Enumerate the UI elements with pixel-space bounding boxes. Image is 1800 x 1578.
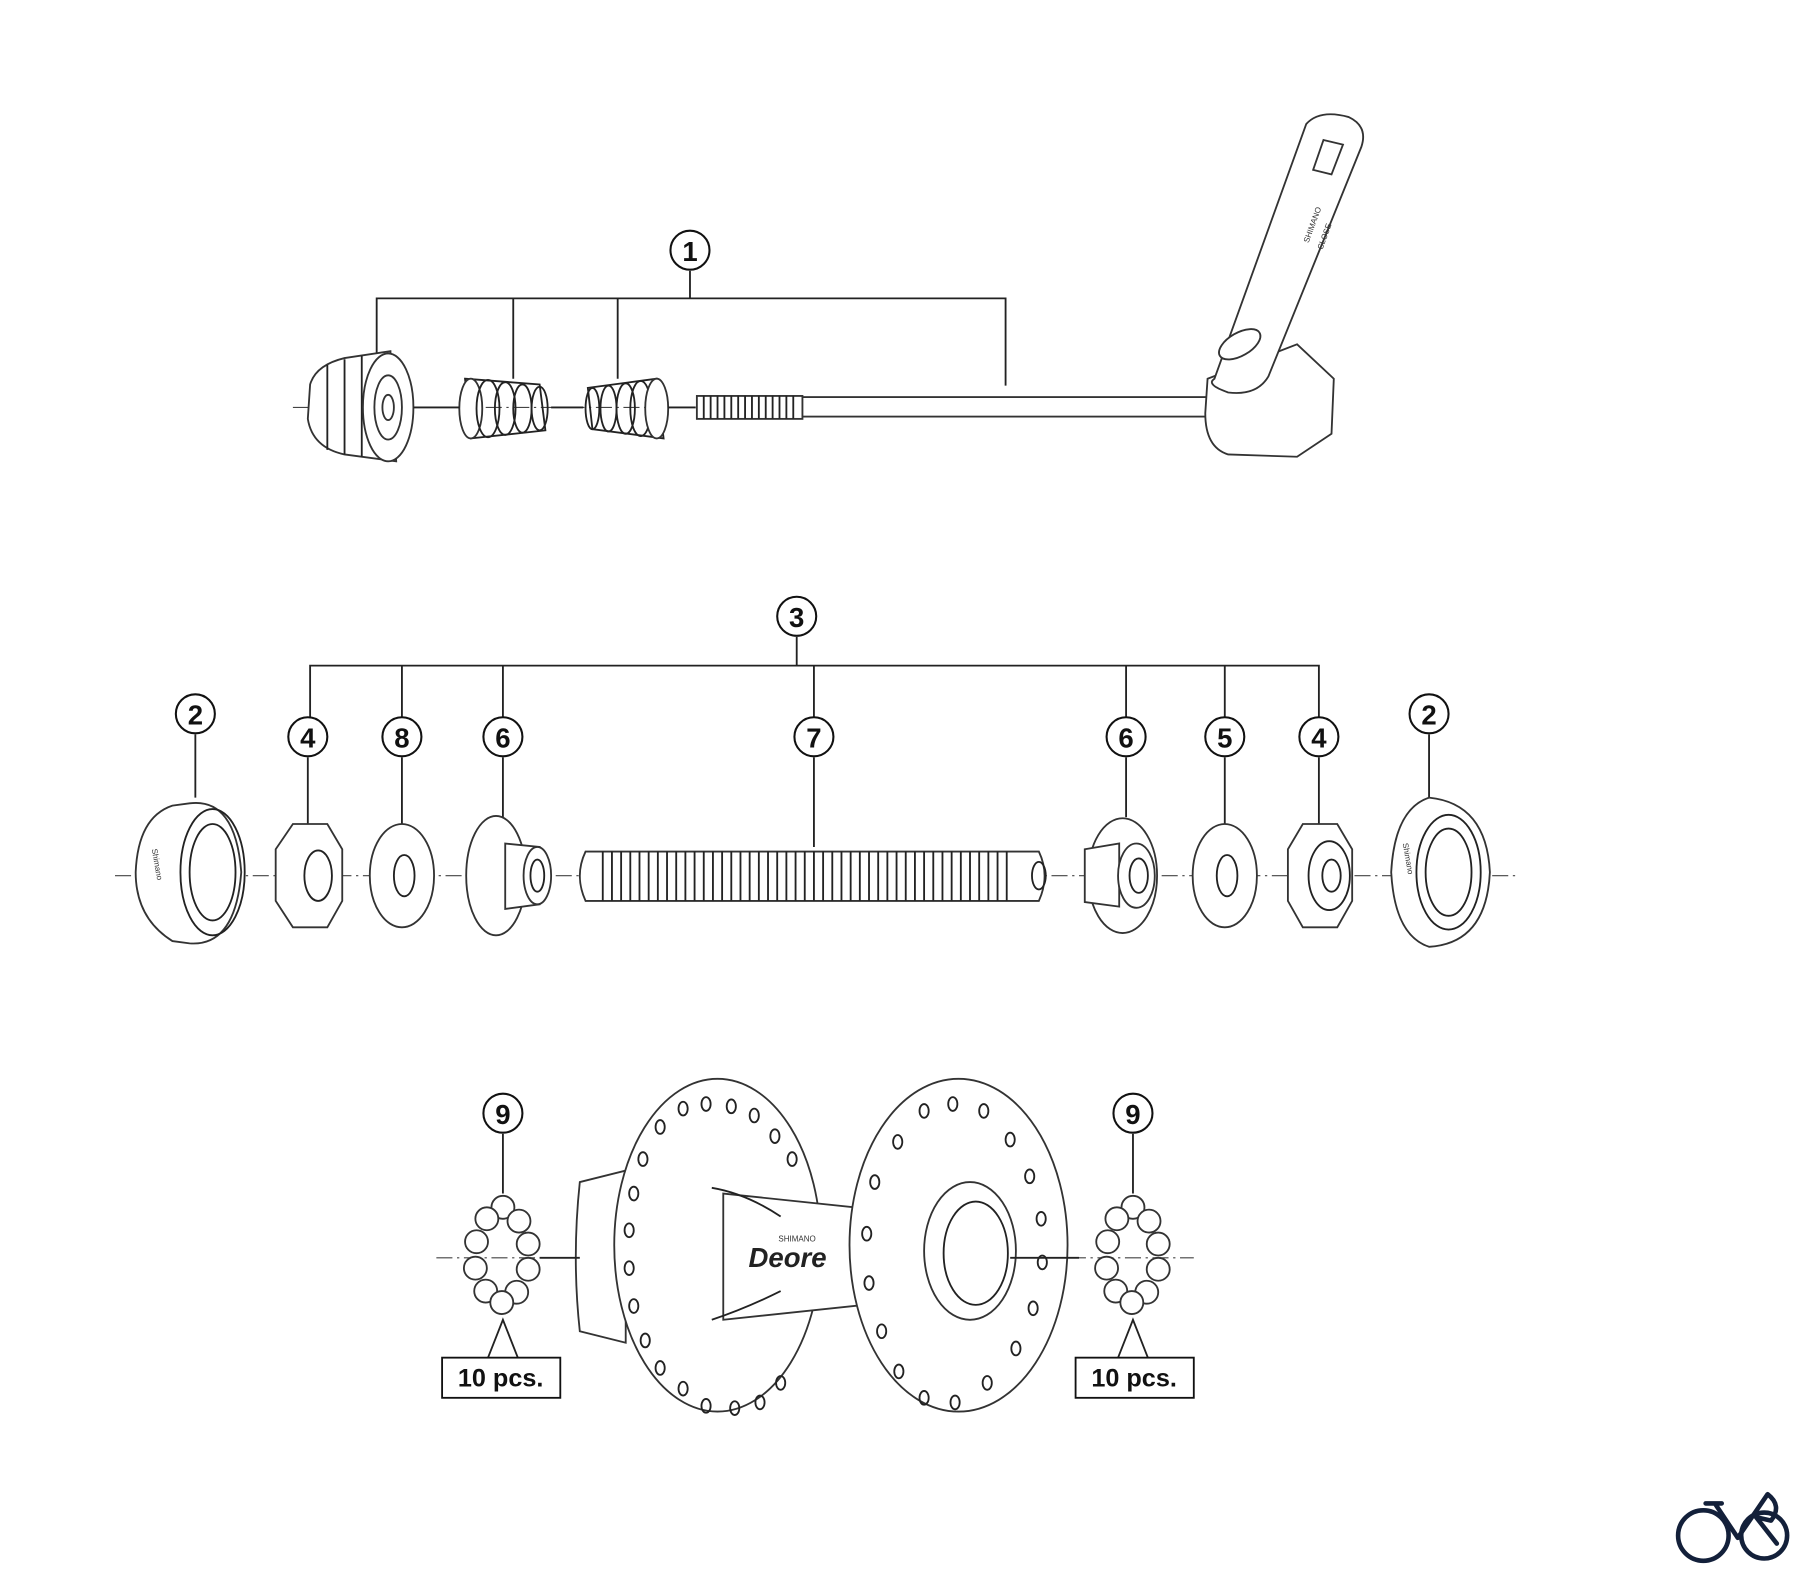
washer-8 [368, 823, 435, 929]
svg-text:4: 4 [300, 722, 316, 753]
spoke-holes [623, 1096, 1048, 1416]
axle [578, 850, 1047, 902]
callout-4-left: 4 [287, 716, 329, 758]
callout-3: 3 [776, 595, 818, 637]
svg-text:4: 4 [1311, 722, 1327, 753]
quick-release-group: SHIMANO CLOSE 1 [292, 113, 1365, 463]
callout-7: 7 [793, 716, 835, 758]
svg-text:9: 9 [495, 1099, 510, 1130]
svg-text:2: 2 [1421, 699, 1436, 730]
lock-cap-right: Shimano [1390, 796, 1491, 948]
svg-text:6: 6 [495, 722, 510, 753]
svg-text:10 pcs.: 10 pcs. [1091, 1364, 1177, 1392]
hub-brand-deore: Deore [749, 1242, 827, 1273]
cone-left [465, 815, 553, 937]
hub-brand-small: SHIMANO [778, 1235, 815, 1244]
qr-skewer [695, 395, 1211, 420]
callout-2-right: 2 [1408, 693, 1450, 735]
axle-assembly-group: Shimano [115, 595, 1516, 948]
hub-group: SHIMANO Deore 9 9 10 pcs. 10 pcs. [436, 1077, 1195, 1416]
svg-text:8: 8 [394, 722, 409, 753]
washer-5 [1191, 823, 1258, 929]
bearing-balls-right [1094, 1194, 1171, 1315]
callout-8: 8 [381, 716, 423, 758]
callout-6-left: 6 [482, 716, 524, 758]
svg-text:2: 2 [188, 699, 203, 730]
bicycle-logo-icon [1675, 1491, 1790, 1564]
callout-1: 1 [669, 229, 711, 271]
qr-lever: SHIMANO CLOSE [1204, 113, 1365, 458]
svg-text:9: 9 [1125, 1099, 1140, 1130]
callout-9-left: 9 [482, 1092, 524, 1134]
hub-shell: SHIMANO Deore [574, 1077, 1069, 1416]
lock-cap-left: Shimano [134, 802, 246, 945]
cone-right [1083, 817, 1158, 934]
svg-text:7: 7 [806, 722, 821, 753]
qr-adjusting-nut [306, 350, 415, 463]
qr-spring-2 [584, 377, 670, 440]
bearing-balls-left [462, 1194, 541, 1315]
quantity-label-left: 10 pcs. [441, 1356, 562, 1399]
lock-nut-left [274, 823, 344, 929]
svg-text:10 pcs.: 10 pcs. [458, 1364, 544, 1392]
callout-2-left: 2 [174, 693, 216, 735]
callout-5: 5 [1204, 716, 1246, 758]
qr-spring-1 [458, 377, 549, 440]
quantity-label-right: 10 pcs. [1074, 1356, 1195, 1399]
svg-text:5: 5 [1217, 722, 1232, 753]
svg-text:6: 6 [1118, 722, 1133, 753]
callout-4-right: 4 [1298, 716, 1340, 758]
svg-text:3: 3 [789, 602, 804, 633]
callout-6-right: 6 [1105, 716, 1147, 758]
svg-text:1: 1 [682, 236, 697, 267]
callout-9-right: 9 [1112, 1092, 1154, 1134]
lock-nut-right [1286, 823, 1354, 929]
